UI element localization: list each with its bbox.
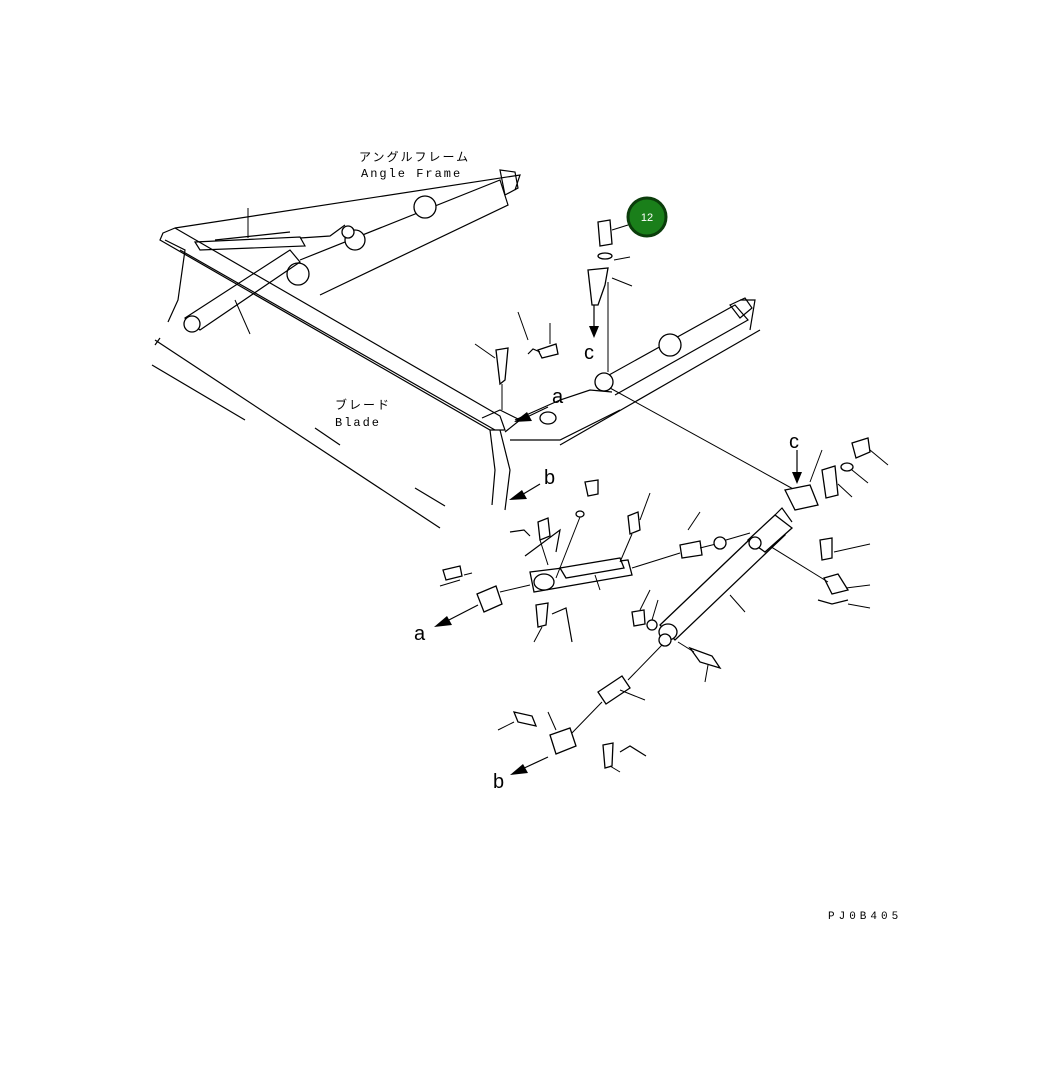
ref-a-lower: a: [414, 623, 426, 645]
ref-c-upper: c: [584, 342, 594, 364]
callout-12-marker[interactable]: 12: [626, 196, 668, 238]
ref-b-lower: b: [493, 771, 504, 793]
right-bolt-group: [759, 437, 889, 609]
angle-frame-and-blade: [151, 169, 761, 529]
callout-12-number: 12: [641, 212, 653, 224]
cylinder-assembly: [434, 406, 794, 775]
blade-jp-label: ブレード: [335, 397, 391, 413]
angle-frame-jp-label: アングルフレーム: [359, 150, 470, 165]
blade-en-label: Blade: [335, 416, 381, 430]
ref-b-upper: b: [544, 467, 555, 489]
ref-a-upper: a: [552, 386, 564, 408]
angle-frame-en-label: Angle Frame: [361, 167, 462, 181]
drawing-code-label: PJ0B405: [828, 911, 902, 923]
pin-and-bolt-group: [474, 219, 796, 491]
ref-c-right: c: [789, 431, 799, 453]
